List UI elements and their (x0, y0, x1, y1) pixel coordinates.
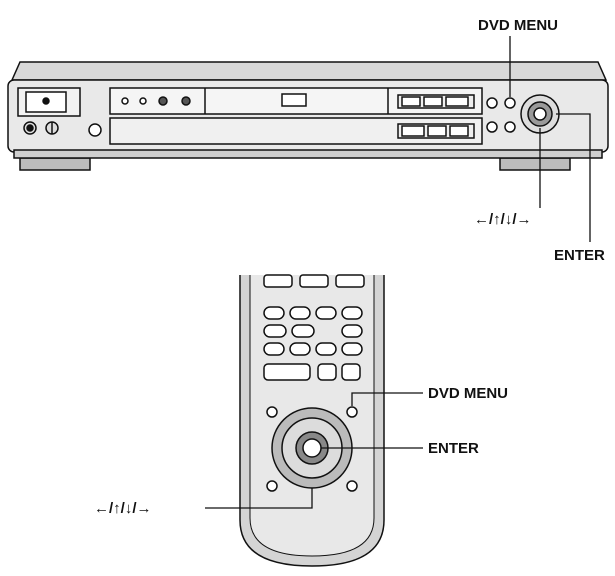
player-dvd-menu-label: DVD MENU (478, 17, 558, 34)
player-arrows-label: ←/↑/↓/→ (474, 211, 532, 228)
remote-dvd-menu-label: DVD MENU (428, 385, 508, 402)
remote-arrows-label: ←/↑/↓/→ (94, 500, 152, 517)
remote-enter-label: ENTER (428, 440, 479, 457)
remote-control (239, 274, 385, 567)
player-enter-label: ENTER (554, 247, 605, 264)
player-callouts (509, 36, 591, 242)
remote-callouts (205, 392, 423, 509)
dvd-player (7, 61, 609, 171)
